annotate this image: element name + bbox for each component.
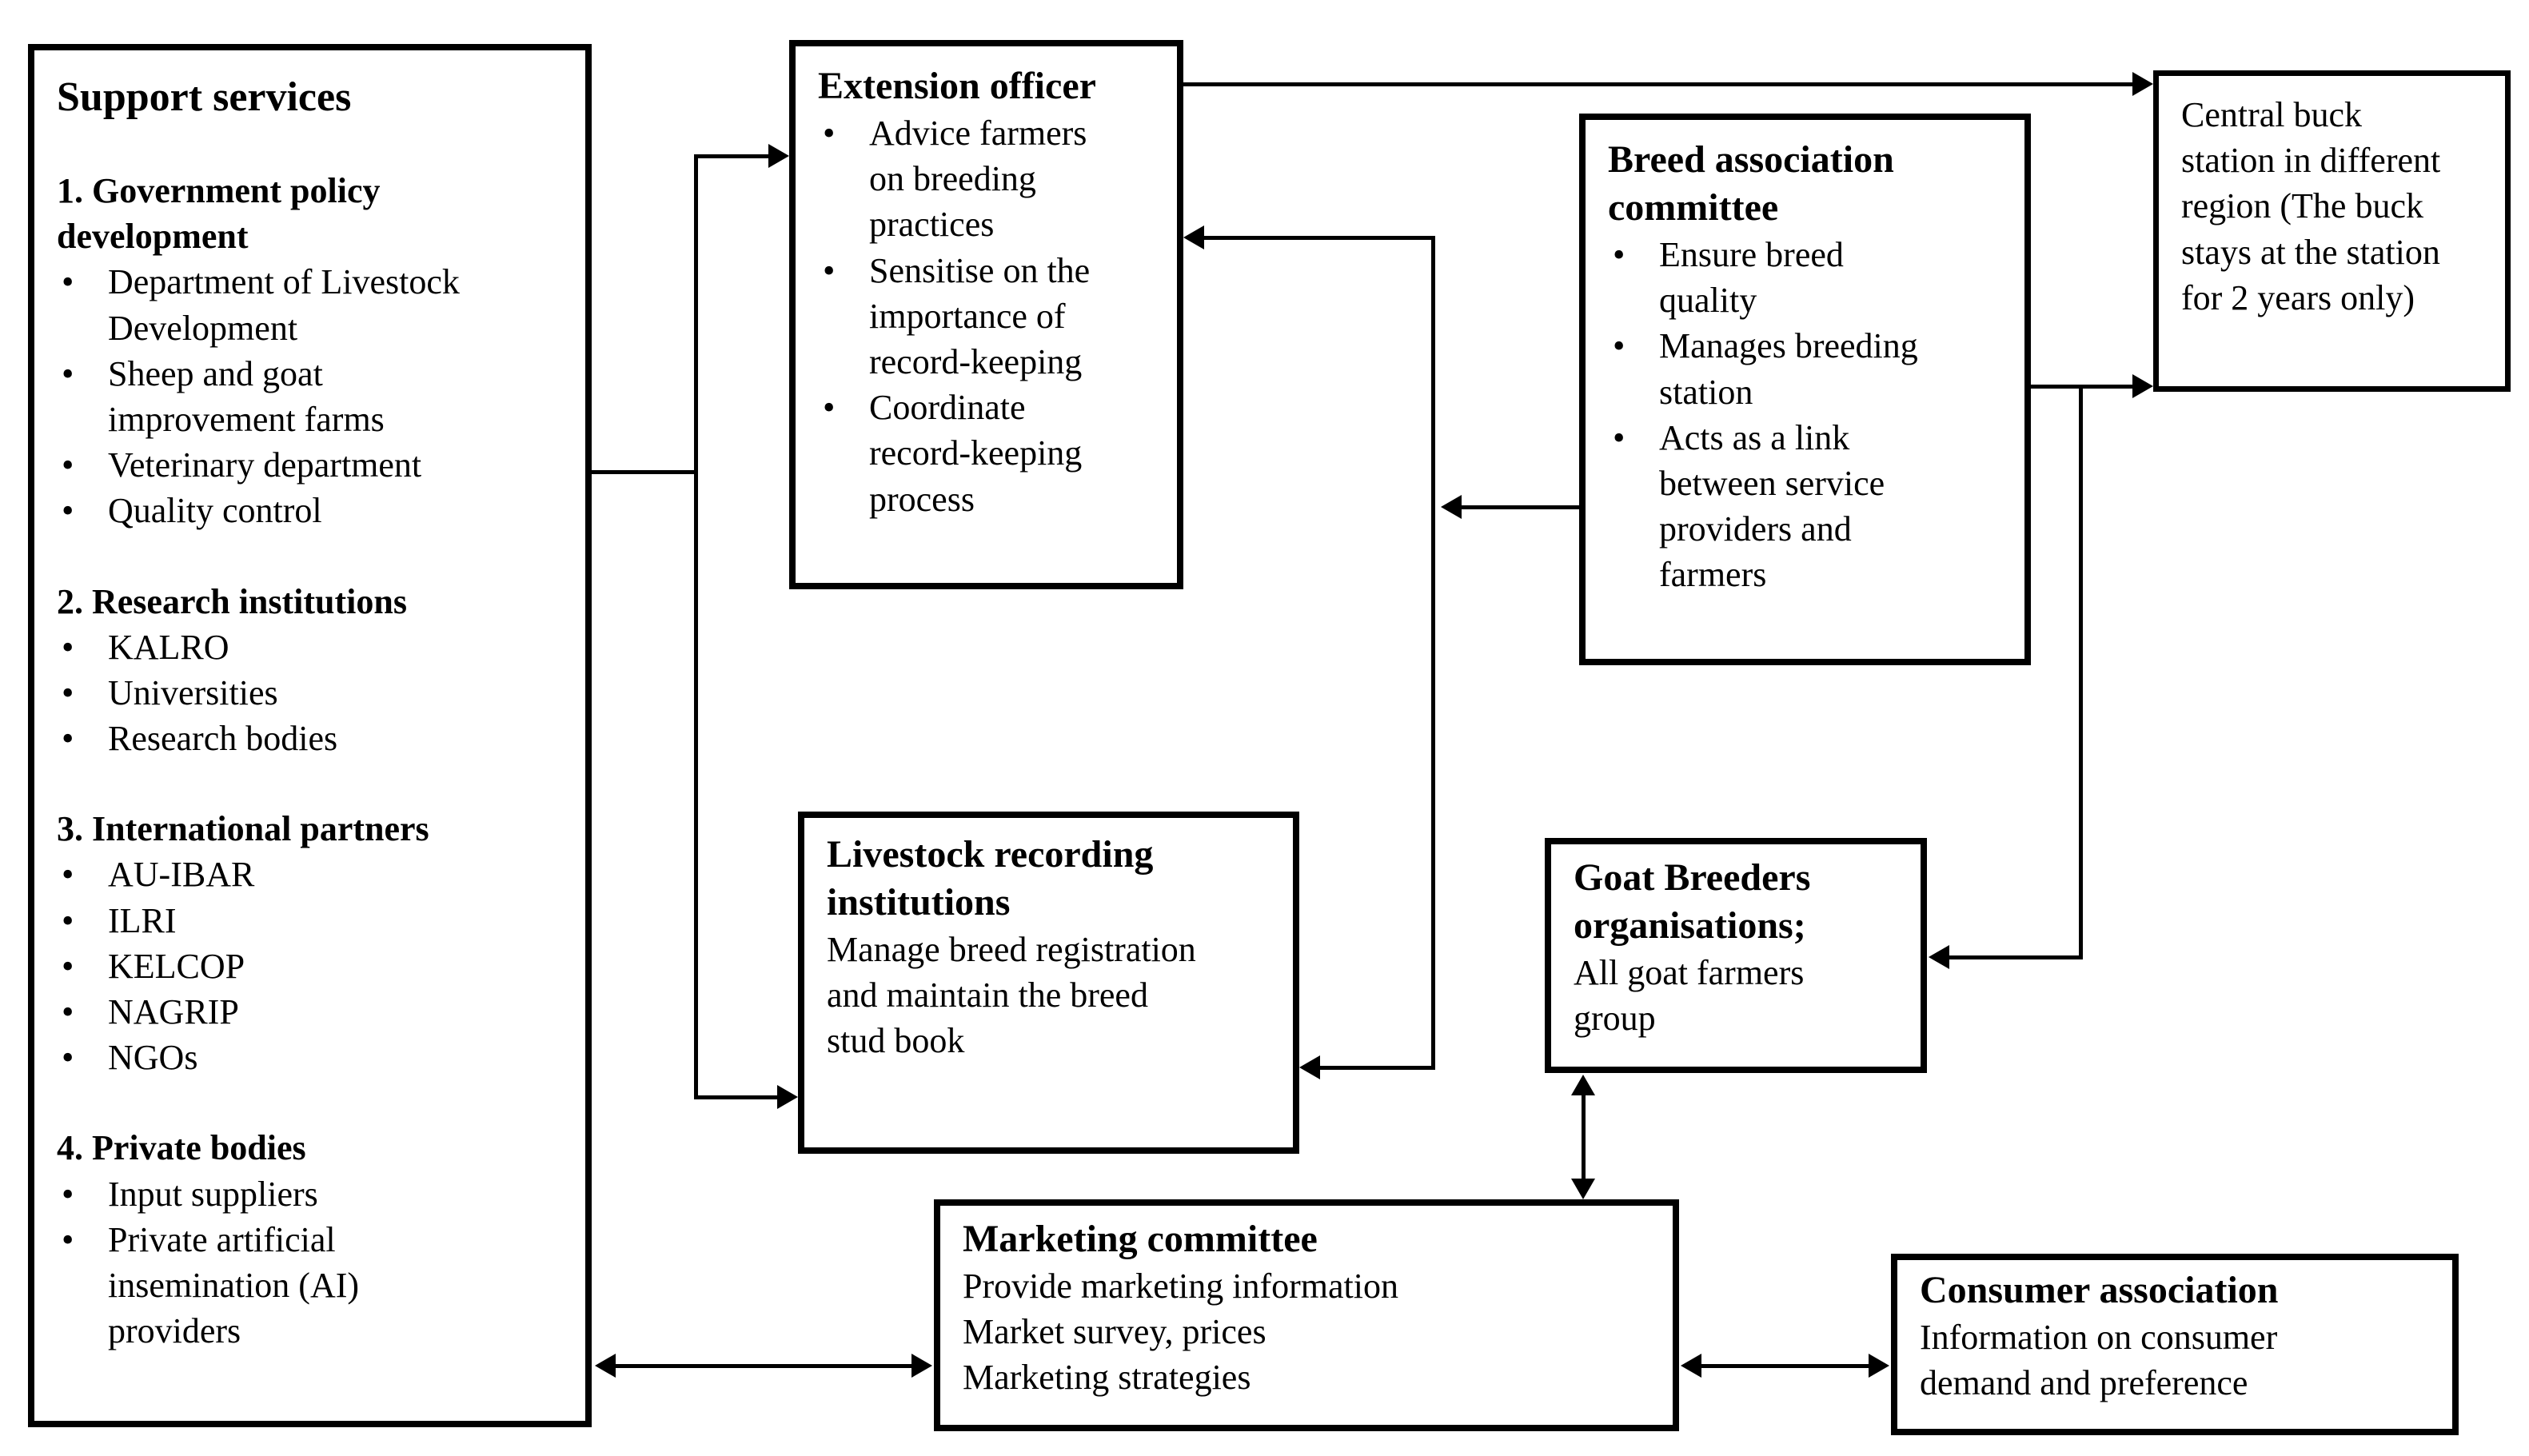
connector-central-branch-vertical (2079, 385, 2083, 959)
node-livestock-recording-institutions: Livestock recording institutions Manage … (798, 812, 1299, 1154)
list-item: Ensure breed quality (1608, 232, 2002, 323)
bullet-icon (1608, 323, 1659, 414)
arrowhead-into-marketing-top (1571, 1179, 1595, 1199)
arrowhead-into-livestock-right (1299, 1055, 1320, 1079)
arrowhead-into-extension-officer (768, 144, 789, 168)
connector-breed-to-central-buck (2024, 385, 2132, 389)
connector-extension-to-central-buck (1182, 82, 2132, 86)
arrowhead-breed-to-rail (1441, 495, 1462, 519)
list-item: KELCOP (57, 943, 563, 989)
bullet-icon (818, 248, 869, 385)
connector-support-to-tee (588, 470, 697, 474)
list-item: Veterinary department (57, 442, 563, 488)
bullet-icon (57, 943, 108, 989)
arrowhead-into-consumer (1869, 1354, 1889, 1378)
bullet-icon (57, 442, 108, 488)
arrowhead-into-goat-breeders (1929, 945, 1949, 969)
node-text: Central buck station in different region… (2181, 95, 2441, 317)
node-text-line: Market survey, prices (963, 1312, 1266, 1352)
node-central-buck-station: Central buck station in different region… (2153, 70, 2511, 392)
connector-marketing-consumer (1700, 1364, 1870, 1368)
section-international-partners: 3. International partners AU-IBAR ILRI K… (57, 806, 563, 1080)
connector-rail-to-livestock (1320, 1066, 1433, 1070)
arrowhead-into-marketing-left (911, 1354, 932, 1378)
connector-rail-to-extension (1204, 236, 1433, 240)
list-item: Acts as a link between service providers… (1608, 415, 2002, 598)
bullet-icon (57, 488, 108, 533)
list-item: Advice farmers on breeding practices (818, 110, 1155, 248)
node-text: All goat farmers group (1574, 953, 1805, 1039)
list-item: Sheep and goat improvement farms (57, 351, 563, 442)
list-item: Input suppliers (57, 1171, 563, 1217)
section-heading: 1. Government policy development (57, 171, 381, 257)
node-support-services: Support services 1. Government policy de… (28, 44, 592, 1427)
section-private-bodies: 4. Private bodies Input suppliers Privat… (57, 1125, 563, 1354)
node-title: Marketing committee (963, 1218, 1318, 1260)
list-item: Universities (57, 670, 563, 716)
node-title: Consumer association (1920, 1269, 2279, 1311)
bullet-icon (57, 670, 108, 716)
connector-breed-rail-vertical (1431, 236, 1435, 1070)
list-item: Manages breeding station (1608, 323, 2002, 414)
node-consumer-association: Consumer association Information on cons… (1891, 1254, 2459, 1435)
connector-tee-to-livestock (694, 1095, 779, 1099)
arrowhead-into-central-buck-left (2132, 374, 2153, 398)
section-heading: 3. International partners (57, 809, 429, 849)
arrowhead-into-support-services (595, 1354, 616, 1378)
bullet-icon (57, 1171, 108, 1217)
node-title: Livestock recording institutions (827, 833, 1154, 923)
list-item: Research bodies (57, 716, 563, 761)
bullet-icon (57, 989, 108, 1035)
list-item: Sensitise on the importance of record-ke… (818, 248, 1155, 385)
bullet-icon (1608, 232, 1659, 323)
bullet-icon (57, 898, 108, 943)
bullet-icon (57, 1217, 108, 1354)
list-item: Coordinate record-keeping process (818, 385, 1155, 522)
bullet-icon (57, 852, 108, 897)
connector-breed-to-rail (1462, 505, 1579, 509)
list-item: AU-IBAR (57, 852, 563, 897)
list-item: Department of Livestock Development (57, 259, 563, 350)
node-title: Goat Breeders organisations; (1574, 856, 1811, 947)
node-text: Information on consumer demand and prefe… (1920, 1318, 2278, 1403)
node-breed-association-committee: Breed association committee Ensure breed… (1579, 114, 2031, 665)
bullet-icon (57, 351, 108, 442)
bullet-icon (57, 259, 108, 350)
connector-support-marketing (614, 1364, 913, 1368)
node-text-line: Marketing strategies (963, 1358, 1251, 1398)
bullet-icon (57, 1035, 108, 1080)
section-heading: 2. Research institutions (57, 581, 407, 621)
list-item: ILRI (57, 898, 563, 943)
list-item: Quality control (57, 488, 563, 533)
section-government-policy: 1. Government policy development Departm… (57, 168, 563, 534)
bullet-icon (818, 385, 869, 522)
connector-tee-to-extension (694, 154, 770, 158)
node-title: Breed association committee (1608, 138, 1894, 229)
bullet-icon (818, 110, 869, 248)
arrowhead-into-marketing-right (1681, 1354, 1701, 1378)
node-extension-officer: Extension officer Advice farmers on bree… (789, 40, 1183, 589)
node-title: Extension officer (818, 65, 1096, 107)
list-item: NGOs (57, 1035, 563, 1080)
bullet-icon (57, 624, 108, 670)
section-heading: 4. Private bodies (57, 1128, 306, 1168)
connector-goat-marketing (1582, 1094, 1586, 1179)
arrowhead-into-goat-breeders-bottom (1571, 1075, 1595, 1095)
node-marketing-committee: Marketing committee Provide marketing in… (934, 1199, 1679, 1431)
list-item: Private artificial insemination (AI) pro… (57, 1217, 563, 1354)
bullet-icon (1608, 415, 1659, 598)
node-goat-breeders-organisations: Goat Breeders organisations; All goat fa… (1545, 838, 1927, 1073)
section-research-institutions: 2. Research institutions KALRO Universit… (57, 579, 563, 762)
connector-tee-vertical (694, 154, 698, 1099)
node-title: Support services (57, 74, 352, 120)
connector-branch-to-goat-breeders (1949, 955, 2081, 959)
list-item: KALRO (57, 624, 563, 670)
node-text: Manage breed registration and maintain t… (827, 930, 1196, 1061)
bullet-icon (57, 716, 108, 761)
arrowhead-into-extension-right (1183, 225, 1204, 249)
list-item: NAGRIP (57, 989, 563, 1035)
node-text-line: Provide marketing information (963, 1267, 1398, 1306)
arrowhead-into-livestock-recording (777, 1085, 798, 1109)
arrowhead-into-central-buck (2132, 72, 2153, 96)
